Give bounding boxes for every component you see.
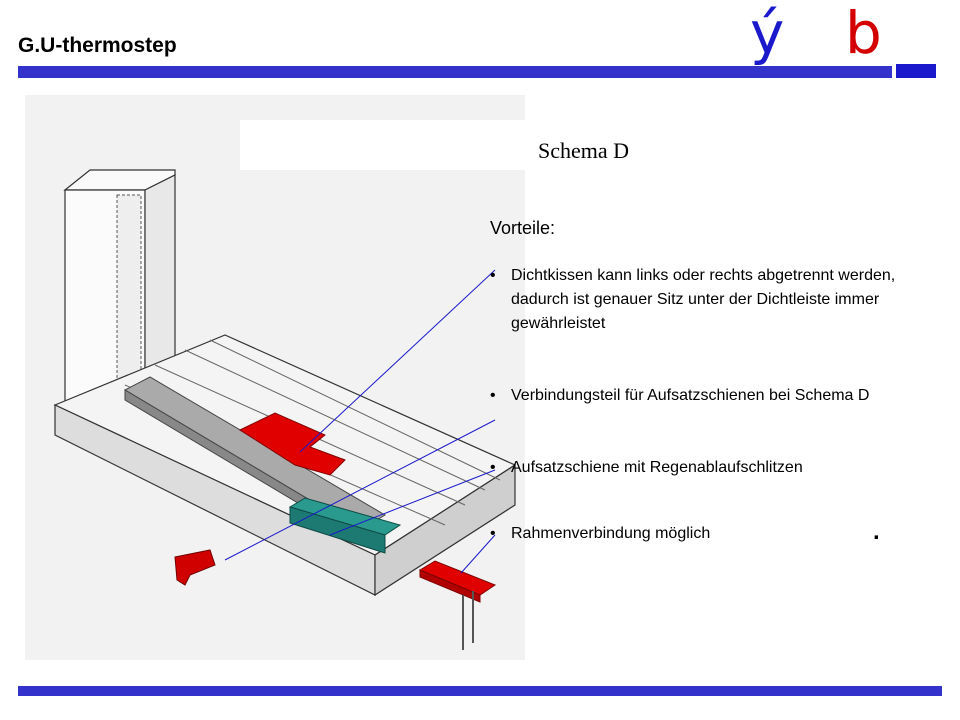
footer-divider [18,686,942,696]
bullet-marker: • [490,525,496,542]
page-title: G.U-thermostep [18,34,177,57]
technical-drawing [25,95,525,660]
trailing-mark: . [873,518,880,545]
bullet-text: Rahmenverbindung möglich [511,525,711,542]
header-divider [18,66,892,78]
bullet-text: Aufsatzschiene mit Regenablaufschlitzen [511,459,803,476]
bullet-text: Verbindungsteil für Aufsatzschienen bei … [511,387,870,404]
bullet-marker: • [490,267,496,284]
bullet-item: • Dichtkissen kann links oder rechts abg… [490,264,910,336]
logo-bar [896,64,936,78]
figure-caption: Schema D [538,138,630,163]
section-heading: Vorteile: [490,218,556,238]
bullet-text: Dichtkissen kann links oder rechts abget… [511,267,896,332]
bullet-marker: • [490,459,496,476]
bullet-marker: • [490,387,496,404]
bullet-item: • Rahmenverbindung möglich [490,522,910,546]
logo-glyph-right: b [845,0,882,67]
bullet-item: • Aufsatzschiene mit Regenablaufschlitze… [490,456,910,480]
bullet-item: • Verbindungsteil für Aufsatzschienen be… [490,384,910,408]
logo-glyph-left: ý [750,0,785,67]
